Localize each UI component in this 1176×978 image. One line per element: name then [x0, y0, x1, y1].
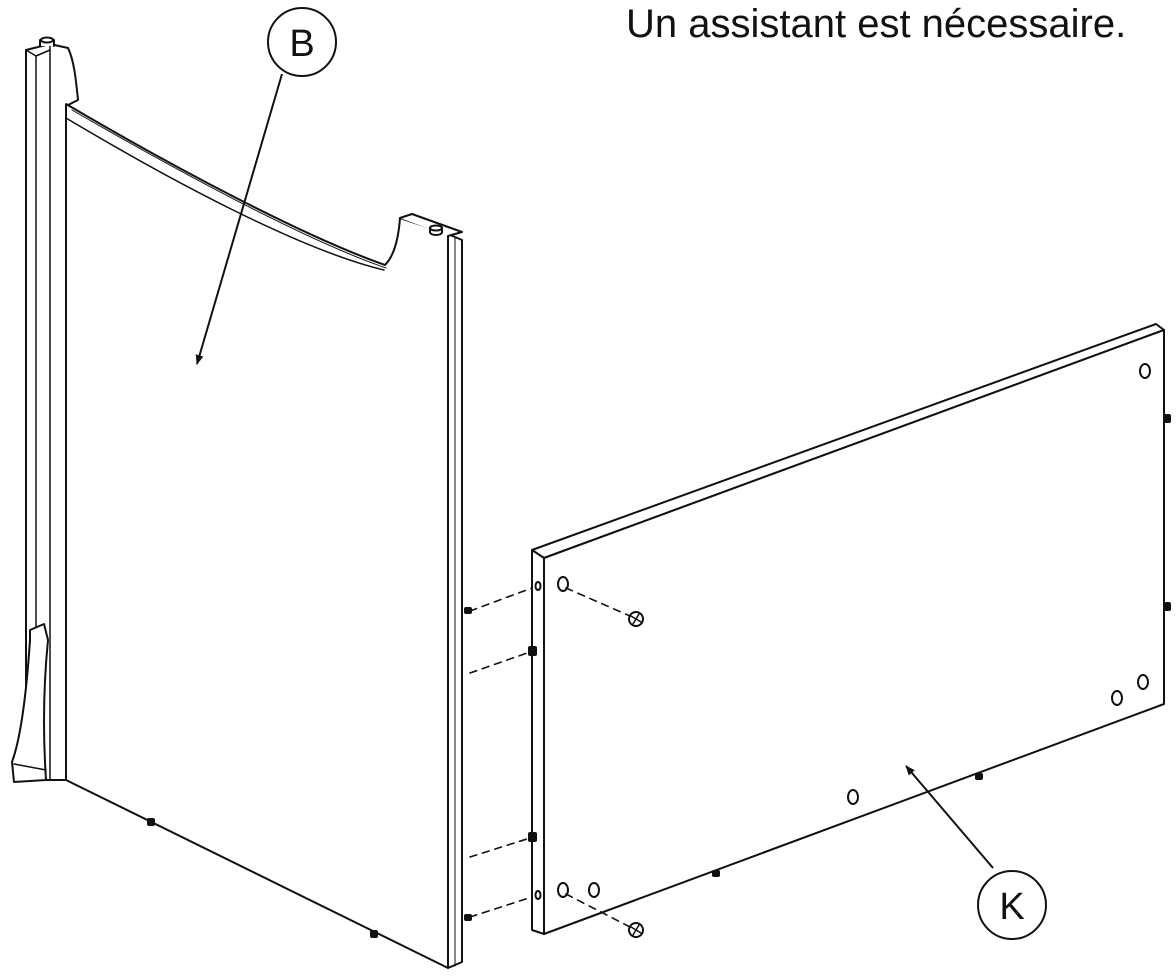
- cam-lock-lower: [628, 922, 644, 938]
- panel-b-face: [65, 103, 449, 969]
- panel-k-edge-dowels: [528, 414, 1171, 877]
- callout-b: B: [195, 7, 337, 365]
- callout-b-leader: [195, 73, 283, 365]
- panel-b: [11, 36, 463, 969]
- panel-k-left-edge: [531, 549, 545, 935]
- panel-b-edge-dowels: [464, 607, 472, 921]
- hole-top-right: [1139, 363, 1151, 379]
- connection-guides: [469, 587, 631, 928]
- panel-b-bottom-dowels: [147, 818, 378, 938]
- cam-lock-fittings: [628, 611, 644, 938]
- hole-bottom-left-b: [588, 882, 600, 898]
- panel-k: [528, 323, 1171, 938]
- panel-b-foot-bracket: [11, 623, 49, 783]
- callout-b-label: B: [289, 23, 314, 65]
- panel-k-holes: [534, 363, 1151, 900]
- cam-lock-upper: [628, 611, 644, 627]
- hole-right-lower-a: [1111, 690, 1123, 706]
- callout-k-label: K: [999, 886, 1024, 928]
- callout-k-leader: [905, 765, 994, 869]
- panel-k-face: [543, 329, 1165, 935]
- hole-right-lower-b: [1137, 674, 1149, 690]
- callout-k: K: [905, 765, 1047, 940]
- callout-k-circle: [977, 870, 1047, 940]
- assistant-required-note: Un assistant est nécessaire.: [626, 2, 1127, 46]
- hole-bottom-center: [847, 789, 859, 805]
- callout-b-circle: [267, 7, 337, 77]
